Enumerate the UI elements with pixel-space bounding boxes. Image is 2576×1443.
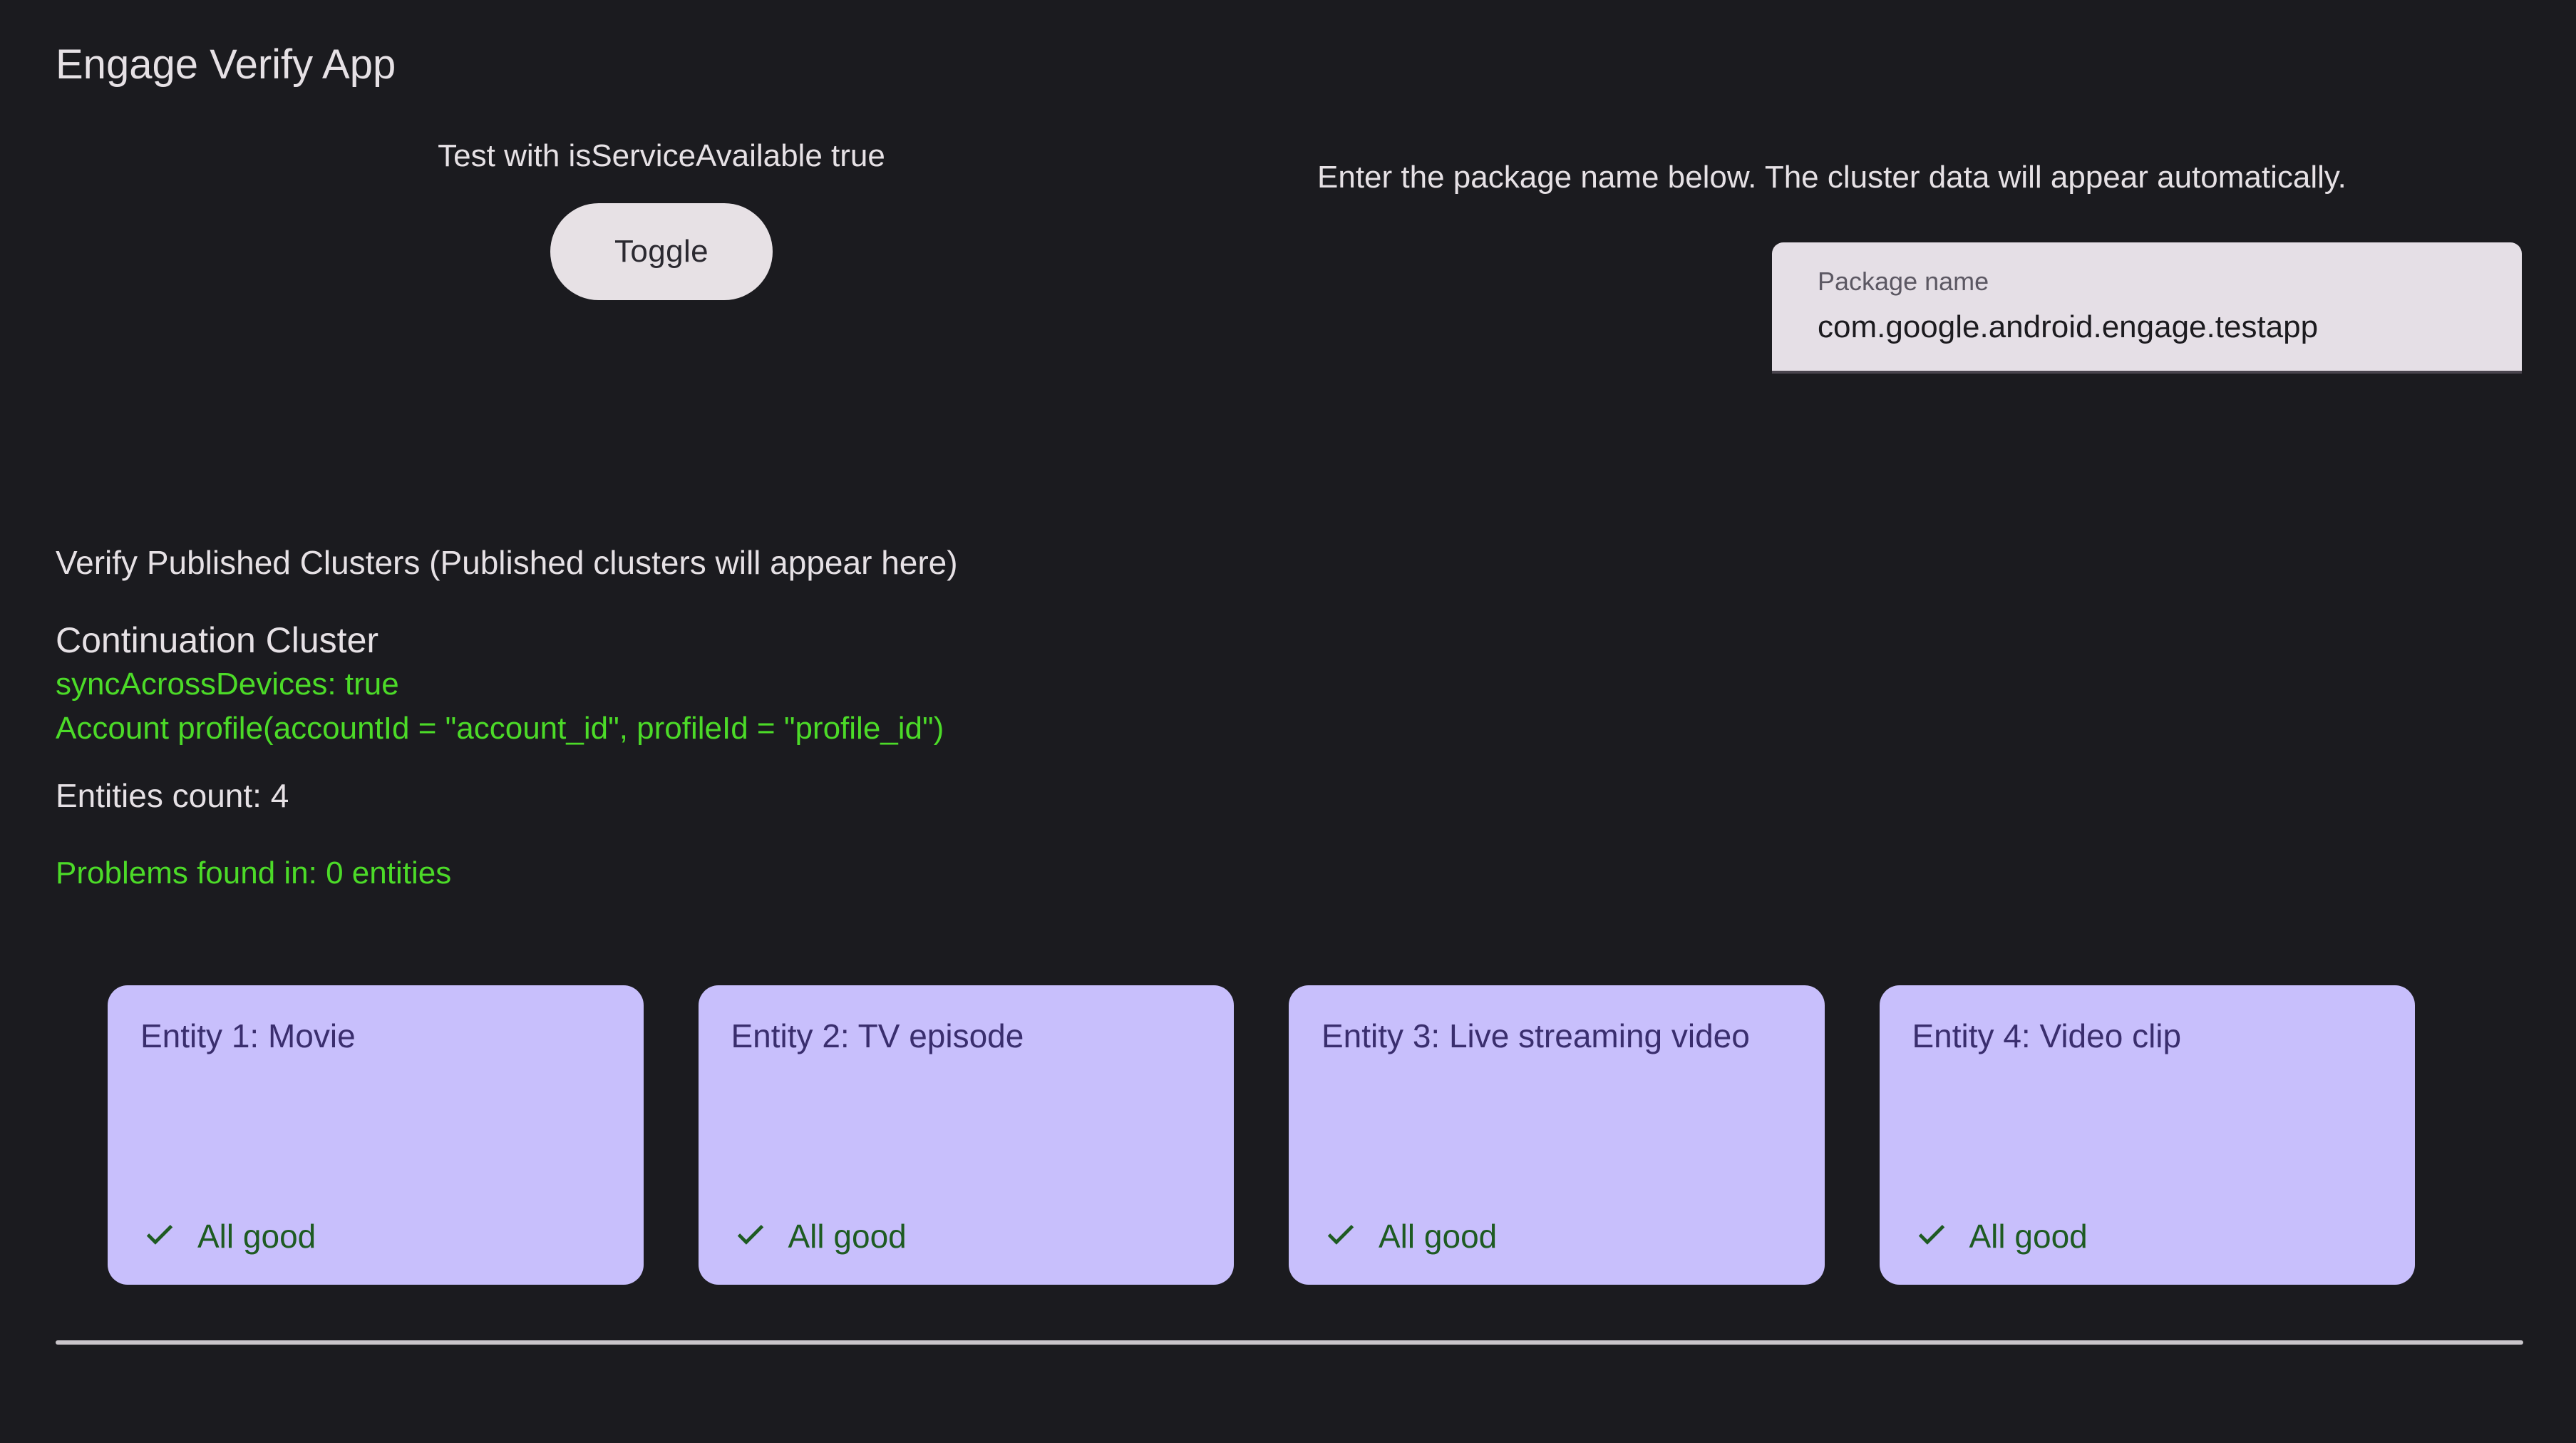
cluster-sync-across-devices: syncAcrossDevices: true <box>56 667 399 702</box>
continuation-cluster-block: Continuation Cluster syncAcrossDevices: … <box>56 619 2493 893</box>
entity-title: Entity 4: Video clip <box>1912 1017 2182 1054</box>
package-field-wrapper: Package name com.google.android.engage.t… <box>1317 242 2522 374</box>
entity-status-label: All good <box>197 1217 316 1255</box>
entity-cards-row: Entity 1: Movie All good Entity 2: TV ep… <box>108 985 2415 1285</box>
entity-title: Entity 3: Live streaming video <box>1322 1017 1750 1054</box>
toggle-button[interactable]: Toggle <box>550 203 773 301</box>
package-name-value: com.google.android.engage.testapp <box>1818 309 2319 345</box>
service-toggle-panel: Test with isServiceAvailable true Toggle <box>56 135 1267 301</box>
entity-status-label: All good <box>1379 1217 1498 1255</box>
entity-title: Entity 1: Movie <box>140 1017 356 1054</box>
entity-card[interactable]: Entity 3: Live streaming video All good <box>1289 985 1825 1285</box>
section-divider <box>56 1340 2523 1345</box>
problems-found-label: Problems found in: 0 entities <box>56 856 452 891</box>
entity-status-row: All good <box>1912 1217 2383 1256</box>
package-instruction-text: Enter the package name below. The cluste… <box>1317 160 2346 195</box>
entity-title: Entity 2: TV episode <box>731 1017 1024 1054</box>
entity-card[interactable]: Entity 1: Movie All good <box>108 985 644 1285</box>
check-icon <box>1918 1225 1944 1246</box>
entity-status-label: All good <box>1969 1217 2088 1255</box>
verify-clusters-heading: Verify Published Clusters (Published clu… <box>56 544 958 581</box>
cluster-title: Continuation Cluster <box>56 620 379 660</box>
package-name-label: Package name <box>1818 267 1989 297</box>
entities-count-label: Entities count: 4 <box>56 776 289 814</box>
page-title: Engage Verify App <box>56 41 396 88</box>
entity-card[interactable]: Entity 4: Video clip All good <box>1879 985 2415 1285</box>
entity-status-row: All good <box>1322 1217 1792 1256</box>
package-name-input[interactable]: Package name com.google.android.engage.t… <box>1772 242 2522 374</box>
entity-card[interactable]: Entity 2: TV episode All good <box>698 985 1234 1285</box>
service-availability-caption: Test with isServiceAvailable true <box>438 138 885 173</box>
cluster-account-profile: Account profile(accountId = "account_id"… <box>56 711 944 746</box>
entity-status-label: All good <box>788 1217 907 1255</box>
check-icon <box>146 1225 173 1246</box>
check-icon <box>737 1225 763 1246</box>
entity-status-row: All good <box>731 1217 1202 1256</box>
package-name-panel: Enter the package name below. The cluste… <box>1317 155 2522 374</box>
check-icon <box>1327 1225 1354 1246</box>
entity-status-row: All good <box>140 1217 611 1256</box>
